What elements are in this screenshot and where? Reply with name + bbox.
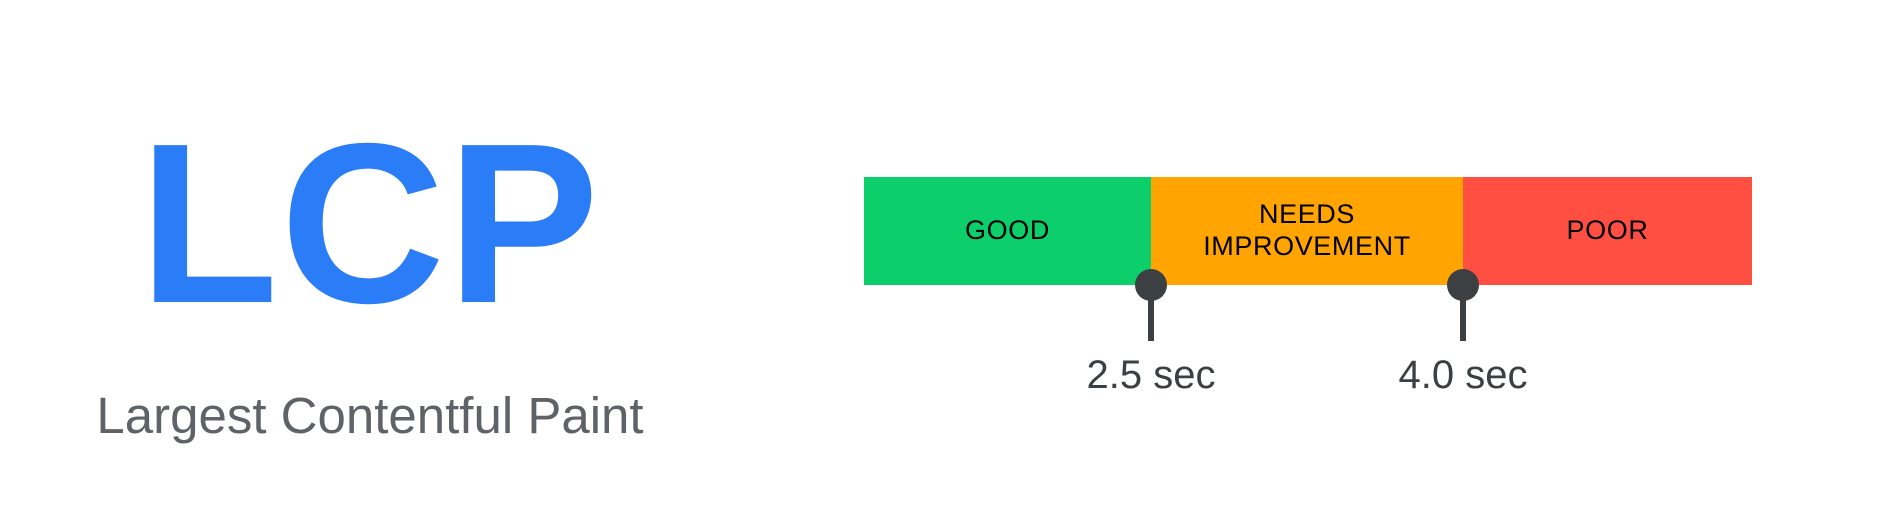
bar-segment-good-label: GOOD [965,215,1050,246]
threshold-stem [1148,285,1154,341]
threshold-label-4-0-sec: 4.0 sec [1398,353,1528,397]
metric-full-name: Largest Contentful Paint [96,387,644,444]
bar-segment-good: GOOD [864,177,1151,285]
threshold-stem [1460,285,1466,341]
threshold-bar: GOOD NEEDS IMPROVEMENT POOR [864,177,1752,285]
bar-segment-poor: POOR [1463,177,1752,285]
metric-identity-block: LCP Largest Contentful Paint [0,110,740,444]
bar-segment-needs-improvement: NEEDS IMPROVEMENT [1151,177,1463,285]
metric-abbreviation: LCP [139,97,601,351]
bar-segment-poor-label: POOR [1566,215,1649,246]
bar-segment-needs-improvement-label: NEEDS IMPROVEMENT [1203,199,1411,261]
threshold-chart: GOOD NEEDS IMPROVEMENT POOR 2.5 sec 4.0 … [864,177,1752,477]
threshold-label-2-5-sec: 2.5 sec [1086,353,1216,397]
